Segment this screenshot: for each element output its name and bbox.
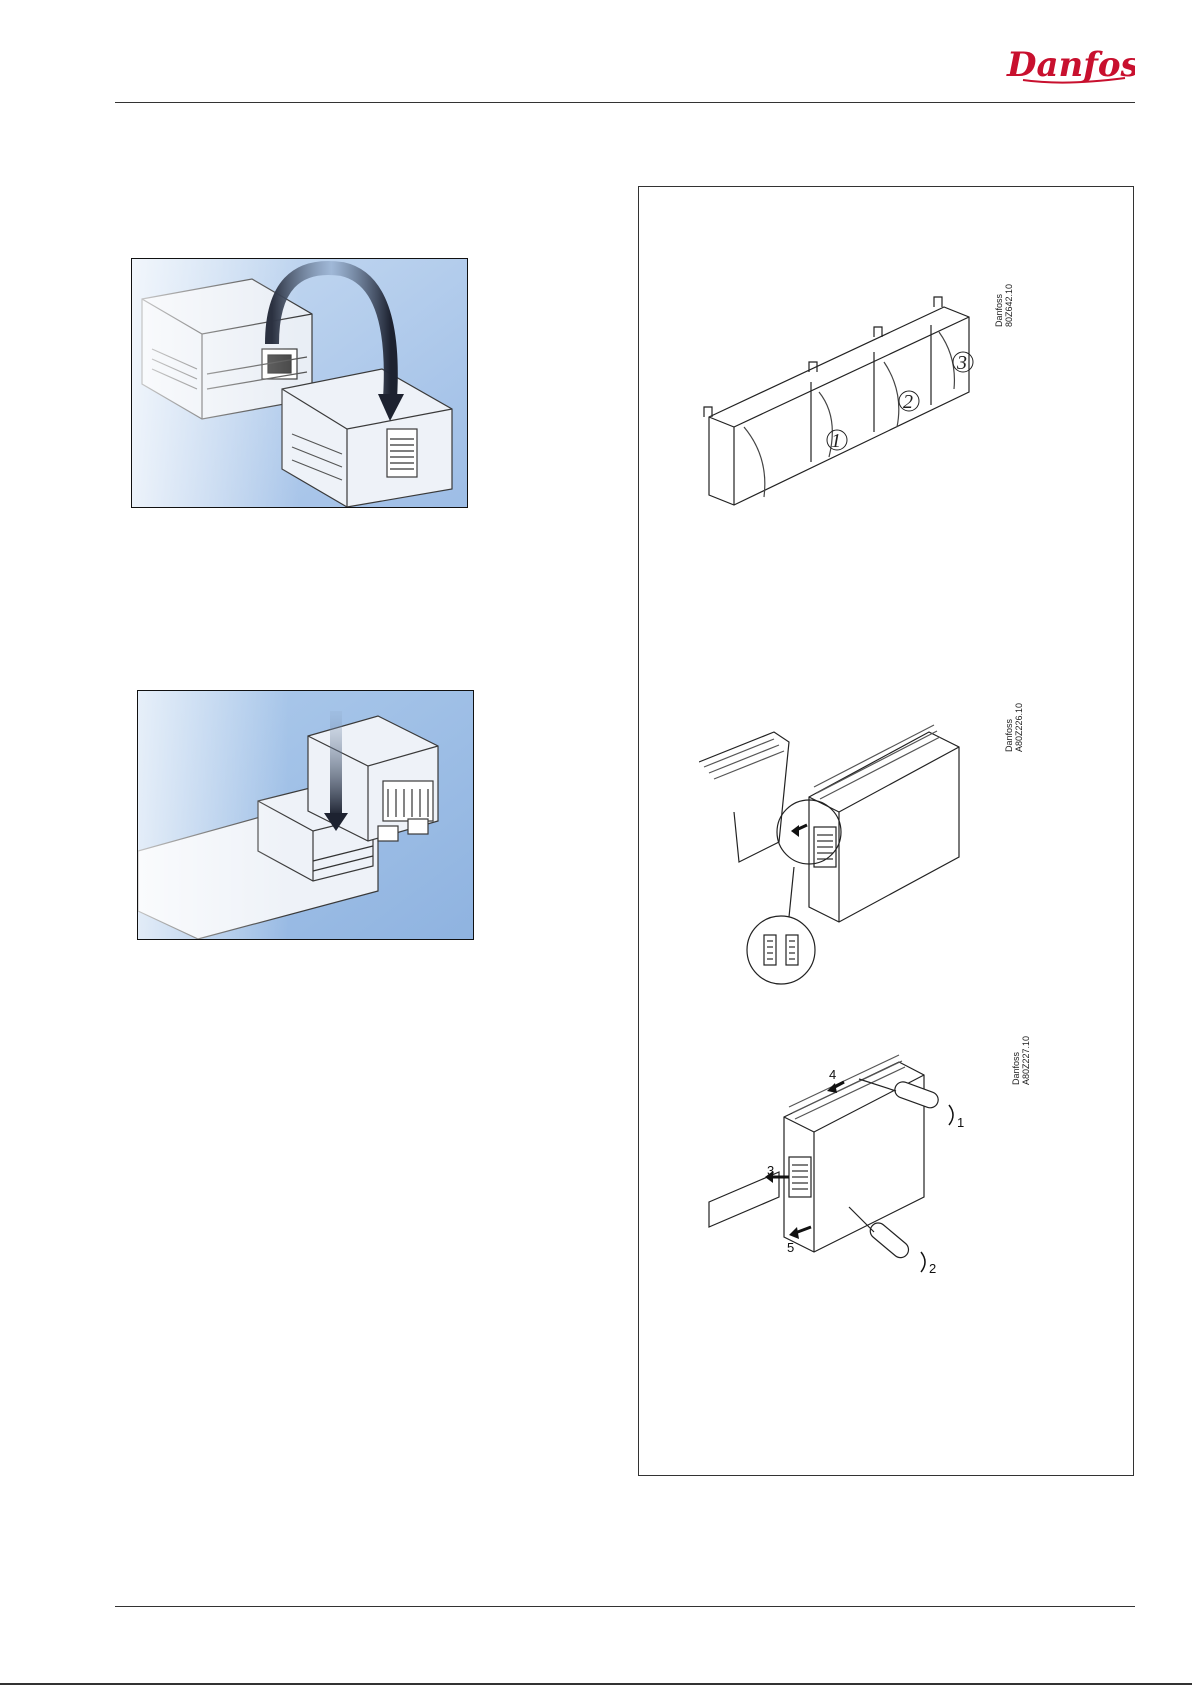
three-module-drawing: 1 2 3 — [699, 277, 999, 527]
module-stack-down-photo-icon — [138, 691, 473, 939]
code-brand: Danfoss — [1011, 1036, 1021, 1085]
module-label-2: 2 — [903, 391, 913, 413]
figure-code-3: Danfoss A80Z227.10 — [1011, 1036, 1031, 1085]
figure-code-1: Danfoss 80Z642.10 — [994, 284, 1014, 327]
instruction-panel: 1 2 3 Danfoss 80Z642.10 — [638, 186, 1134, 1476]
step-3-label: 3 — [767, 1163, 774, 1178]
figure-code-2: Danfoss A80Z226.10 — [1004, 703, 1024, 752]
step-2-label: 2 — [929, 1261, 936, 1276]
code-brand: Danfoss — [994, 284, 1004, 327]
module-connect-arc-photo-icon — [132, 259, 467, 507]
code-number: A80Z227.10 — [1021, 1036, 1031, 1085]
step-1-label: 1 — [957, 1115, 964, 1130]
step-4-label: 4 — [829, 1067, 836, 1082]
module-stack-photo — [137, 690, 474, 940]
module-label-1: 1 — [831, 430, 841, 452]
code-number: A80Z226.10 — [1014, 703, 1024, 752]
module-removal-drawing: 1 2 3 4 5 — [699, 1047, 1019, 1307]
module-connector-drawing — [699, 707, 1009, 987]
code-brand: Danfoss — [1004, 703, 1014, 752]
header-rule — [115, 102, 1135, 103]
module-connect-photo — [131, 258, 468, 508]
danfoss-logo: Danfoss — [1005, 40, 1135, 90]
module-label-3: 3 — [956, 352, 967, 374]
footer-rule — [115, 1606, 1135, 1607]
code-number: 80Z642.10 — [1004, 284, 1014, 327]
step-5-label: 5 — [787, 1240, 794, 1255]
